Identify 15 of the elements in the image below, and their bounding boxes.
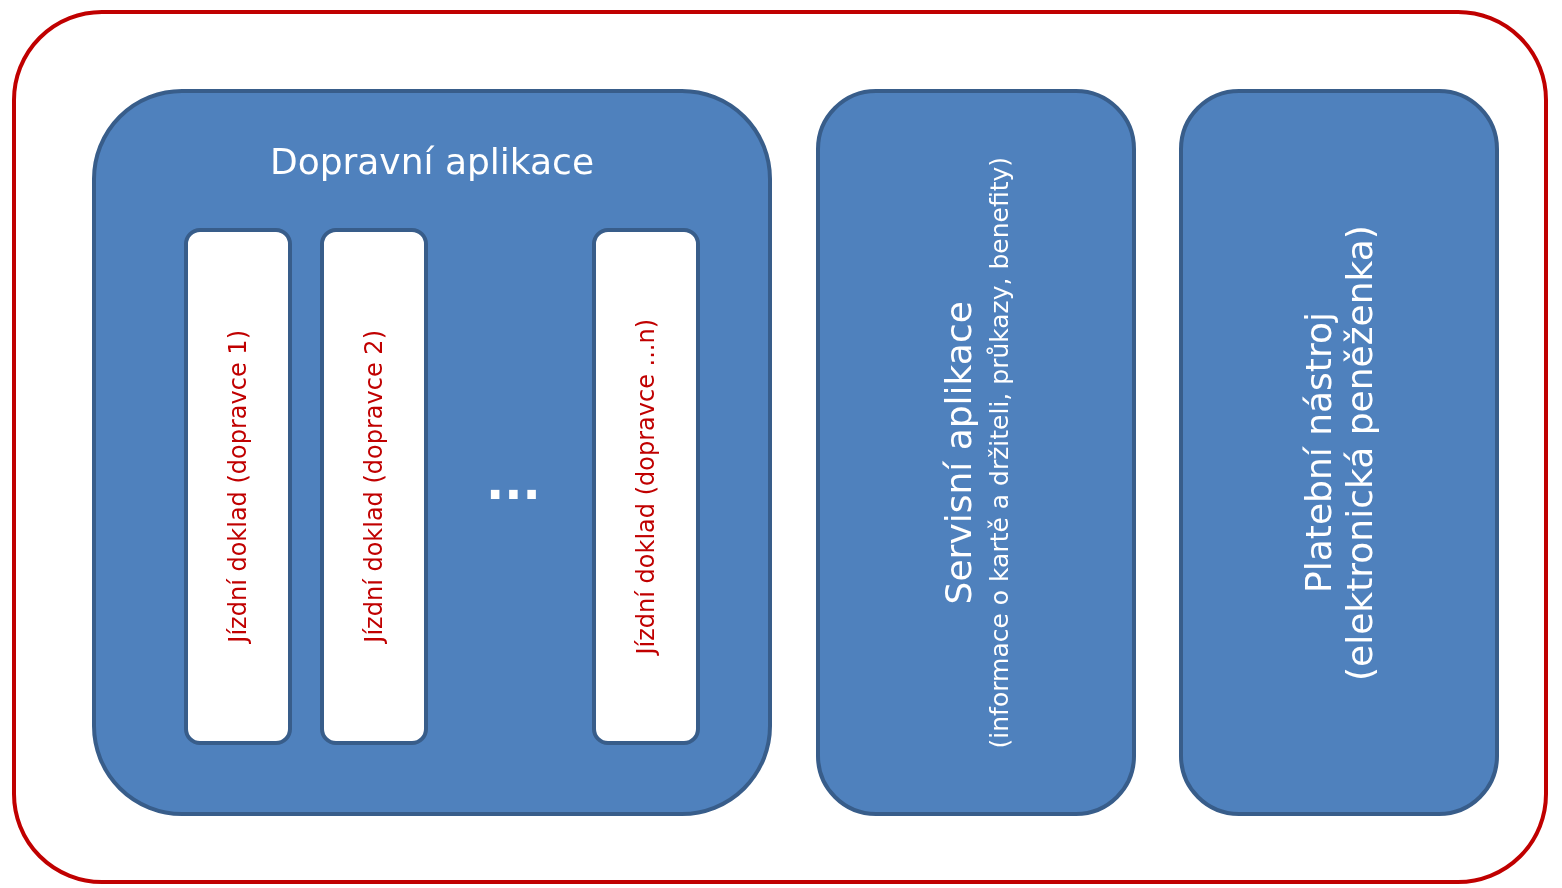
ellipsis-text: ...	[486, 458, 541, 506]
ticket-card	[320, 228, 428, 745]
panel-title: Dopravní aplikace	[269, 141, 595, 182]
ticket-label: Jízdní doklad (dopravce 1)	[224, 330, 252, 643]
panel-title: Platební nástroj (elektronická peněženka)	[1298, 223, 1380, 683]
outer-frame	[12, 10, 1548, 884]
payment-panel	[1179, 89, 1499, 816]
ticket-card	[184, 228, 292, 745]
panel-subtitle: (informace o kartě a držiteli, průkazy, benefity)	[985, 156, 1014, 749]
ticket-label: Jízdní doklad (dopravce 2)	[360, 330, 388, 643]
ticket-card	[592, 228, 700, 745]
application-panel	[816, 89, 1136, 816]
application-panel	[92, 89, 772, 816]
panel-title: Servisní aplikace	[938, 299, 979, 607]
ticket-label: Jízdní doklad (dopravce ...n)	[632, 318, 660, 655]
